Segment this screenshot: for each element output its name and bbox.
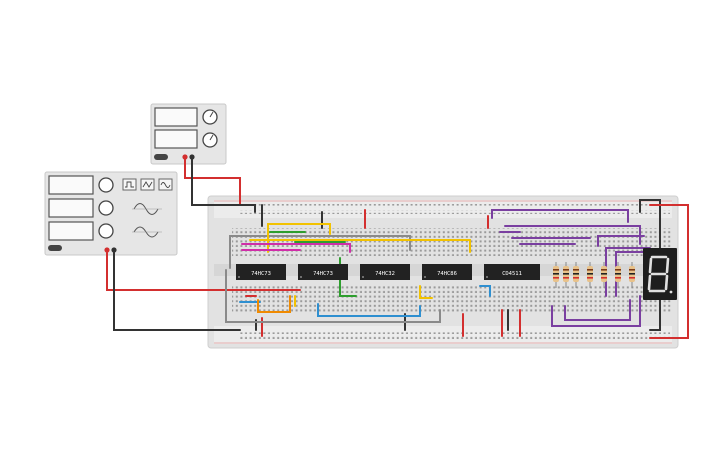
wire-yellow (419, 285, 433, 299)
voltage-display (154, 107, 198, 127)
resistor-array[interactable] (553, 262, 635, 288)
chip-label: CD4511 (502, 271, 522, 277)
wire-yellow (267, 223, 331, 253)
wire-purple (597, 235, 645, 247)
chip-label: 74HC32 (375, 271, 395, 277)
wire-black (191, 157, 256, 213)
chip-label: 74HC73 (251, 271, 271, 277)
resistor (587, 262, 593, 288)
chip-cd4511[interactable]: CD4511 (484, 264, 540, 280)
wire-purple (491, 209, 629, 223)
resistor (573, 262, 579, 288)
generator-power-switch[interactable] (48, 245, 62, 251)
power-switch[interactable] (154, 154, 168, 160)
digit-8 (647, 255, 670, 293)
wire-purple (564, 299, 631, 321)
chip-label: 74HC73 (313, 271, 333, 277)
resistor (601, 262, 607, 288)
offset-display (48, 221, 94, 241)
dc-power-supply[interactable] (150, 103, 227, 165)
wire-gray (225, 269, 441, 323)
chip-74hc73-1[interactable]: 74HC73 (236, 264, 286, 280)
wire-red (649, 204, 689, 339)
chip-74hc32[interactable]: 74HC32 (360, 264, 410, 280)
offset-knob[interactable] (98, 223, 114, 239)
resistor (615, 262, 621, 288)
wire-purple (551, 295, 641, 327)
wire-yellow (249, 239, 471, 253)
triangle-wave-icon[interactable] (140, 178, 155, 191)
amplitude-knob[interactable] (98, 200, 114, 216)
resistor (553, 262, 559, 288)
wire-black (639, 199, 661, 331)
square-wave-icon[interactable] (122, 178, 137, 191)
chip-74hc86[interactable]: 74HC86 (422, 264, 472, 280)
current-display (154, 129, 198, 149)
frequency-display (48, 175, 94, 195)
wire-orange (257, 295, 291, 313)
wire-blue (479, 285, 491, 297)
wire-red (106, 250, 301, 291)
function-generator[interactable] (44, 171, 178, 256)
wire-red (184, 157, 241, 206)
sine-wave-icon[interactable] (158, 178, 173, 191)
seven-segment-display[interactable] (643, 248, 677, 300)
frequency-knob[interactable] (98, 177, 114, 193)
amplitude-display (48, 198, 94, 218)
wire-magenta (241, 243, 351, 253)
wire-black (113, 250, 241, 331)
wire-blue (317, 303, 421, 317)
resistor (563, 262, 569, 288)
resistor (629, 262, 635, 288)
chip-label: 74HC86 (437, 271, 457, 277)
chip-74hc73-2[interactable]: 74HC73 (298, 264, 348, 280)
wire-purple (504, 225, 641, 245)
wire-gray (229, 235, 411, 269)
